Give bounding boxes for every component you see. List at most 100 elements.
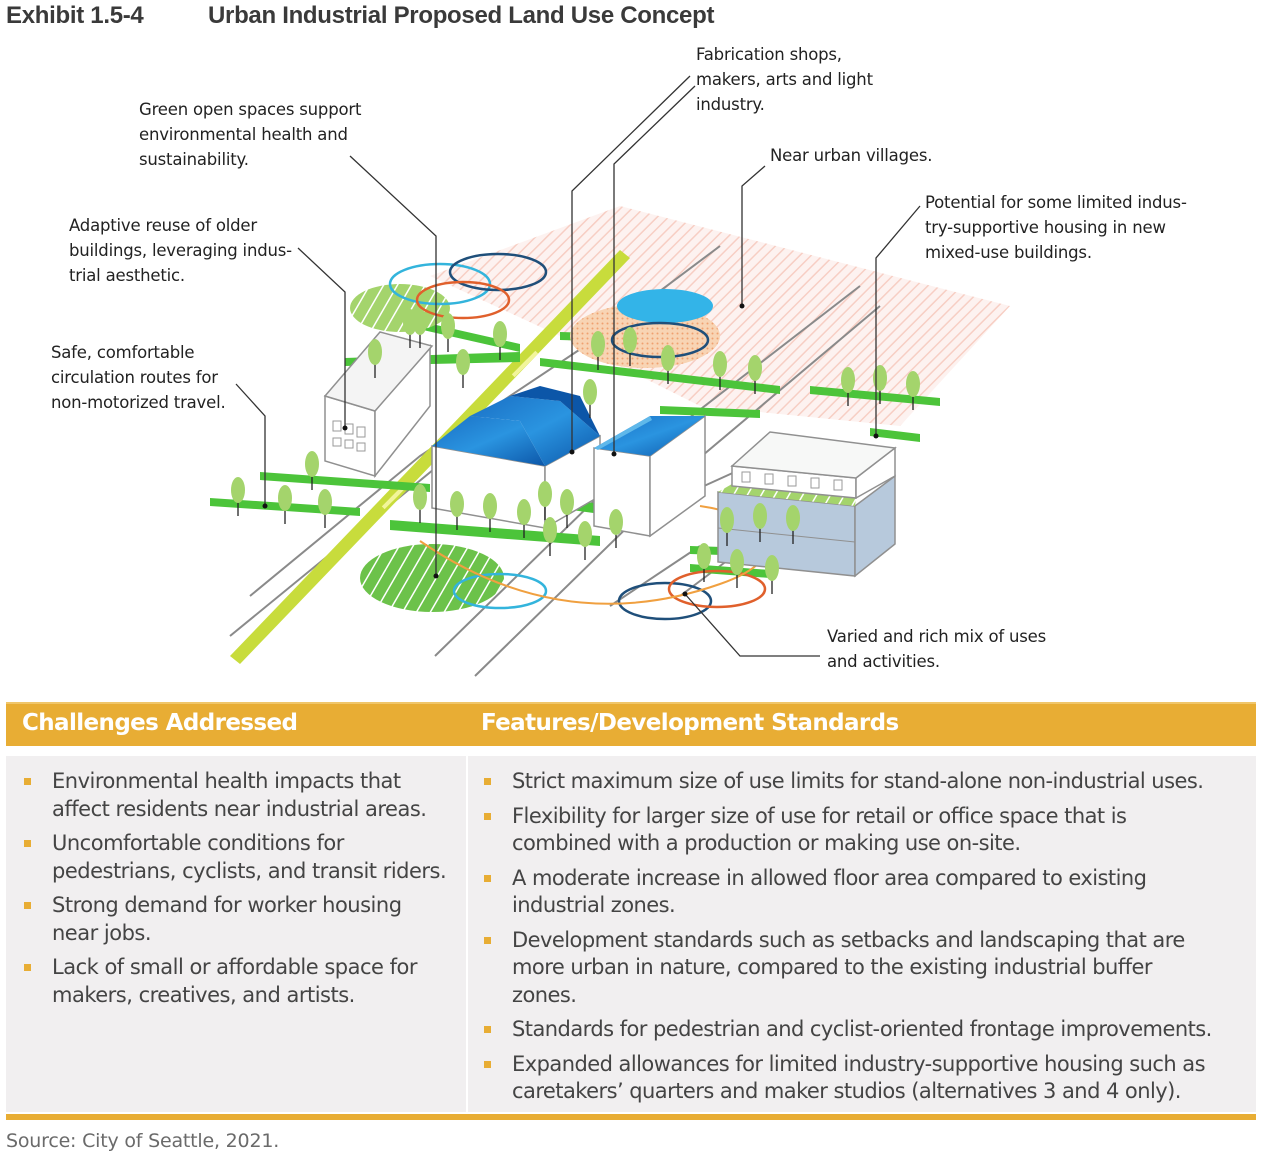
tree-icon bbox=[623, 327, 637, 353]
tree-icon bbox=[578, 521, 592, 547]
exhibit-number: Exhibit 1.5-4 bbox=[6, 2, 144, 29]
tree-icon bbox=[517, 499, 531, 525]
source-note: Source: City of Seattle, 2021. bbox=[6, 1130, 280, 1152]
list-item-text: Development standards such as setbacks a… bbox=[512, 927, 1185, 952]
square-bullet-icon bbox=[24, 902, 31, 909]
green-open-space-bottom bbox=[360, 544, 504, 612]
water-feature bbox=[617, 289, 713, 323]
square-bullet-icon bbox=[484, 936, 491, 944]
list-item: Standards for pedestrian and cyclist-ori… bbox=[482, 1016, 1252, 1044]
tree-icon bbox=[305, 451, 319, 477]
crosswalk-marks bbox=[381, 350, 539, 510]
tree-icon bbox=[720, 507, 734, 533]
list-item-text: Strong demand for worker housing bbox=[52, 893, 402, 917]
tree-icon bbox=[450, 491, 464, 517]
bike-lane bbox=[230, 250, 630, 664]
table-bottom-rule bbox=[6, 1114, 1256, 1120]
features-list: Strict maximum size of use limits for st… bbox=[482, 768, 1252, 1113]
list-item-text: combined with a production or making use… bbox=[512, 831, 1021, 855]
tree-icon bbox=[591, 331, 605, 357]
challenges-features-table: Challenges Addressed Features/Developmen… bbox=[6, 702, 1256, 1122]
list-item-text: Uncomfortable conditions for bbox=[52, 831, 344, 855]
tree-icon bbox=[413, 484, 427, 510]
tree-icon bbox=[841, 367, 855, 393]
header-challenges: Challenges Addressed bbox=[22, 710, 298, 736]
list-item: Strong demand for worker housing near job… bbox=[22, 892, 462, 947]
list-item-text: more urban in nature, compared to the ex… bbox=[512, 955, 1153, 979]
column-divider bbox=[466, 746, 468, 1114]
tree-icon bbox=[493, 321, 507, 347]
tree-icon bbox=[765, 555, 779, 581]
callout-limited-housing: Potential for some limited indus- try-su… bbox=[925, 193, 1187, 262]
callout-fabrication: Fabrication shops, makers, arts and ligh… bbox=[696, 45, 873, 114]
list-item: Uncomfortable conditions for pedestrians,… bbox=[22, 830, 462, 885]
list-item: Environmental health impacts that affect … bbox=[22, 768, 462, 823]
tree-icon bbox=[441, 313, 455, 339]
tree-icon bbox=[713, 351, 727, 377]
square-bullet-icon bbox=[24, 778, 31, 785]
tree-icon bbox=[318, 489, 332, 515]
list-item: Development standards such as setbacks a… bbox=[482, 927, 1252, 1010]
list-item-text: Strict maximum size of use limits for st… bbox=[512, 769, 1204, 793]
list-item: Expanded allowances for limited industry… bbox=[482, 1051, 1252, 1106]
square-bullet-icon bbox=[484, 1060, 491, 1068]
adaptive-reuse-building bbox=[323, 331, 434, 479]
list-item-text: caretakers’ quarters and maker studios (… bbox=[512, 1079, 1181, 1103]
challenges-list: Environmental health impacts that affect … bbox=[22, 768, 462, 1016]
tree-icon bbox=[368, 339, 382, 365]
list-item-text: pedestrians, cyclists, and transit rider… bbox=[52, 858, 447, 883]
list-item-text: Environmental health impacts that bbox=[52, 769, 401, 793]
tree-icon bbox=[483, 493, 497, 519]
list-item-text: makers, creatives, and artists. bbox=[52, 982, 355, 1007]
tree-icon bbox=[231, 477, 245, 503]
square-bullet-icon bbox=[24, 964, 31, 971]
list-item: A moderate increase in allowed floor are… bbox=[482, 865, 1252, 920]
mixed-use-building bbox=[717, 431, 897, 578]
tree-icon bbox=[753, 503, 767, 529]
callout-dots bbox=[262, 303, 879, 597]
list-item-text: near jobs. bbox=[52, 920, 152, 945]
tree-icon bbox=[730, 549, 744, 575]
square-bullet-icon bbox=[484, 874, 491, 882]
tree-icon bbox=[543, 517, 557, 543]
tree-icon bbox=[403, 309, 417, 335]
list-item-text: Expanded allowances for limited industry… bbox=[512, 1051, 1206, 1076]
tree-icon bbox=[609, 509, 623, 535]
tree-icon bbox=[456, 349, 470, 375]
callout-green-open-spaces: Green open spaces support environmental … bbox=[139, 100, 362, 169]
tree-icon bbox=[278, 485, 292, 511]
list-item-text: industrial zones. bbox=[512, 893, 676, 917]
table-header: Challenges Addressed Features/Developmen… bbox=[6, 702, 1256, 746]
tree-icon bbox=[661, 345, 675, 371]
callout-circulation-routes: Safe, comfortable circulation routes for… bbox=[51, 343, 226, 412]
list-item-text: Standards for pedestrian and cyclist-ori… bbox=[512, 1017, 1212, 1041]
callout-near-urban-villages: Near urban villages. bbox=[770, 146, 933, 165]
square-bullet-icon bbox=[484, 778, 491, 785]
tree-icon bbox=[413, 309, 427, 335]
green-open-space-top bbox=[350, 284, 450, 332]
callout-mix-of-uses: Varied and rich mix of uses and activiti… bbox=[827, 627, 1047, 671]
list-item: Lack of small or affordable space for mak… bbox=[22, 954, 462, 1009]
street-trees bbox=[231, 309, 920, 594]
list-item-text: Lack of small or affordable space for bbox=[52, 955, 418, 979]
square-bullet-icon bbox=[24, 840, 31, 847]
square-bullet-icon bbox=[484, 812, 491, 820]
tree-icon bbox=[538, 481, 552, 507]
list-item-text: zones. bbox=[512, 982, 577, 1007]
maker-building bbox=[593, 414, 706, 538]
list-item-text: A moderate increase in allowed floor are… bbox=[512, 865, 1147, 890]
tree-icon bbox=[873, 365, 887, 391]
header-features: Features/Development Standards bbox=[481, 710, 899, 736]
list-item: Flexibility for larger size of use for r… bbox=[482, 803, 1252, 858]
land-use-illustration: Fabrication shops, makers, arts and ligh… bbox=[0, 36, 1272, 696]
tree-icon bbox=[786, 505, 800, 531]
callout-leaders bbox=[235, 75, 921, 657]
tree-icon bbox=[697, 543, 711, 569]
tree-icon bbox=[560, 489, 574, 515]
list-item-text: affect residents near industrial areas. bbox=[52, 796, 427, 821]
tree-icon bbox=[906, 371, 920, 397]
callout-adaptive-reuse: Adaptive reuse of older buildings, lever… bbox=[69, 216, 292, 285]
list-item-text: Flexibility for larger size of use for r… bbox=[512, 803, 1127, 828]
table-body: Environmental health impacts that affect … bbox=[6, 746, 1256, 1114]
